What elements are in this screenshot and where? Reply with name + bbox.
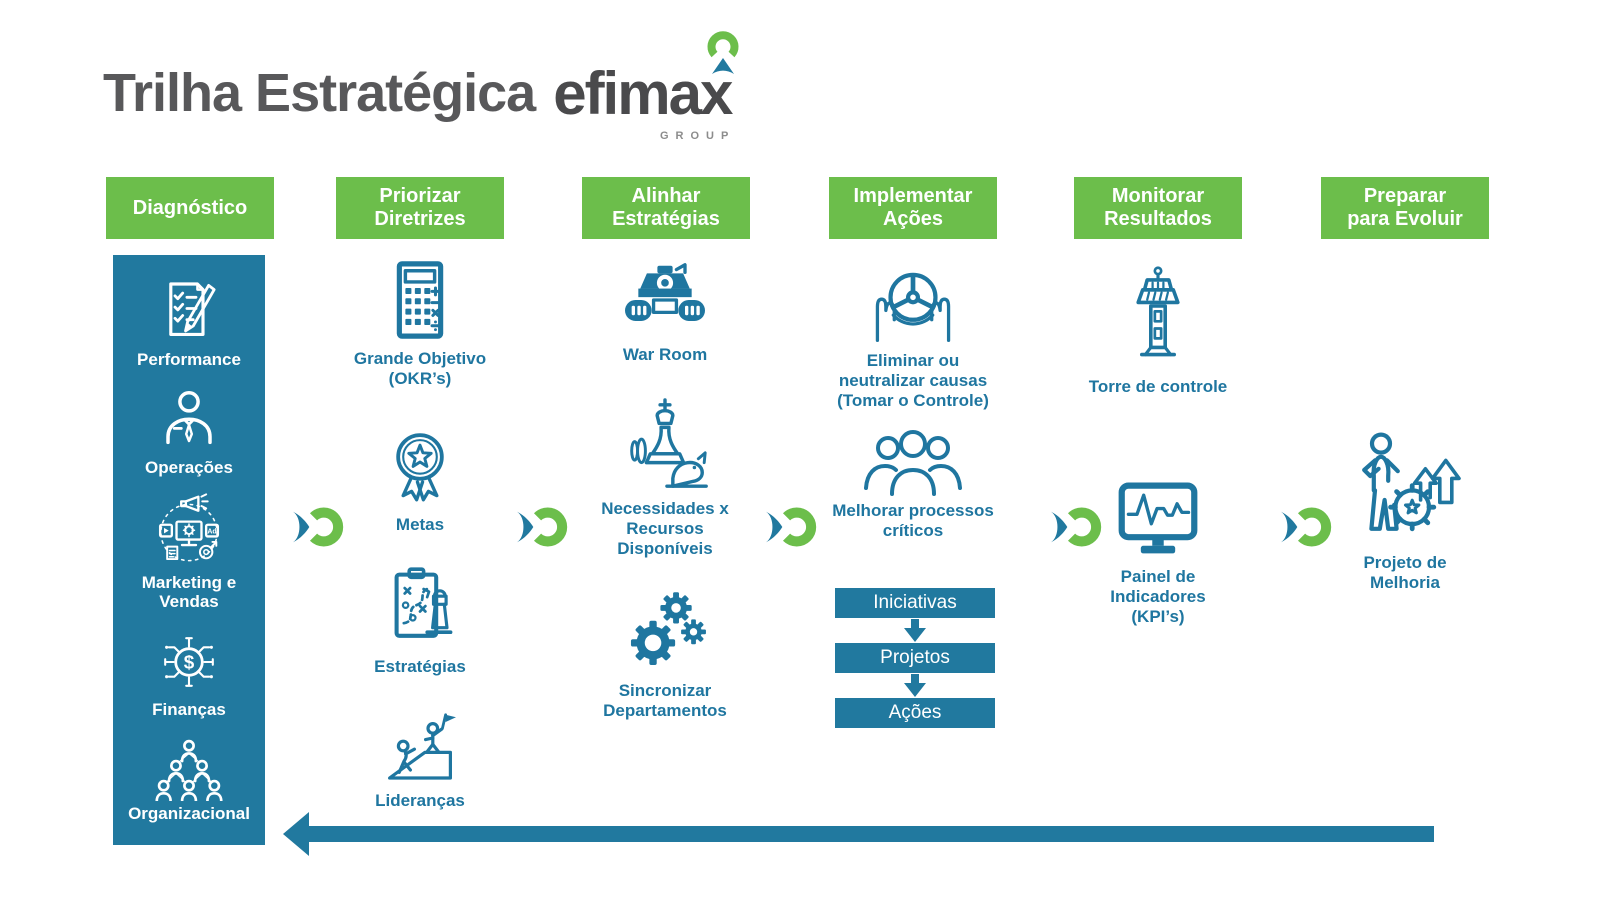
person-tie-icon	[154, 385, 224, 455]
flow-box-label: Iniciativas	[873, 592, 957, 613]
org-structure-icon	[150, 735, 228, 802]
kpi-monitor-icon	[1110, 478, 1206, 562]
brand-subtext: GROUP	[659, 130, 736, 142]
chess-pieces-icon	[615, 396, 715, 494]
brand-logo: efimax GROUP	[553, 31, 739, 142]
diagnostico-item-operacoes: Operações	[145, 385, 233, 477]
header-monitorar: Monitorar Resultados	[1074, 177, 1242, 239]
loop-arrow-icon	[288, 503, 346, 551]
loop-arrow-icon	[761, 503, 819, 551]
priorizar-item-label: Grande Objetivo (OKR’s)	[353, 349, 487, 389]
feedback-arrow	[306, 826, 1434, 842]
loop-arrow-icon	[512, 503, 570, 551]
implementar-item-melhorar: Melhorar processos críticos	[803, 422, 1023, 541]
flow-box-iniciativas: Iniciativas	[835, 588, 995, 618]
priorizar-item-grande-objetivo: Grande Objetivo (OKR’s)	[310, 256, 530, 389]
alinhar-item-label: Sincronizar Departamentos	[603, 681, 727, 721]
header-preparar: Preparar para Evoluir	[1321, 177, 1489, 239]
preparar-item-label: Projeto de Melhoria	[1363, 553, 1447, 593]
priorizar-item-label: Metas	[395, 515, 445, 534]
monitorar-item-torre: Torre de controle	[1048, 258, 1268, 397]
tank-icon	[617, 260, 713, 340]
diagnostico-item-performance: Performance	[137, 277, 241, 369]
monitorar-item-label: Torre de controle	[1088, 377, 1228, 396]
title-text: Trilha Estratégica	[103, 63, 536, 123]
diagnostico-item-label: Marketing e Vendas	[141, 573, 237, 612]
diagnostico-item-label: Performance	[137, 349, 241, 369]
flow-box-acoes: Ações	[835, 698, 995, 728]
leadership-climb-icon	[378, 706, 462, 786]
alinhar-item-label: War Room	[622, 345, 708, 364]
alinhar-item-label: Necessidades x Recursos Disponíveis	[601, 499, 729, 559]
priorizar-item-label: Estratégias	[374, 657, 466, 676]
header-diagnostico: Diagnóstico	[106, 177, 274, 239]
digital-marketing-icon: Ad	[149, 492, 229, 570]
flow-box-label: Ações	[888, 702, 942, 723]
header-priorizar: Priorizar Diretrizes	[336, 177, 504, 239]
brand-name: efimax	[553, 60, 733, 127]
priorizar-item-estrategias: Estratégias	[310, 562, 530, 677]
header-alinhar: Alinhar Estratégias	[582, 177, 750, 239]
medal-star-icon	[378, 424, 462, 510]
diagnostico-item-label: Operações	[145, 457, 233, 477]
implementar-item-label: Melhorar processos críticos	[832, 501, 994, 541]
loop-arrow-icon	[1276, 503, 1334, 551]
monitorar-item-label: Painel de Indicadores (KPI’s)	[1110, 567, 1206, 627]
alinhar-item-necessidades: Necessidades x Recursos Disponíveis	[555, 396, 775, 559]
alinhar-item-sincronizar: Sincronizar Departamentos	[555, 584, 775, 721]
steering-wheel-icon	[866, 258, 960, 346]
diagnostico-item-label: Finanças	[152, 700, 226, 720]
control-tower-icon	[1113, 258, 1203, 372]
loop-arrow-icon	[1046, 503, 1104, 551]
diagnostico-item-organizacional: Organizacional	[128, 735, 250, 823]
team-icon	[858, 422, 968, 496]
monitorar-item-painel: Painel de Indicadores (KPI’s)	[1048, 478, 1268, 627]
diagnostico-item-financas: $ Finanças	[152, 627, 226, 719]
flow-box-projetos: Projetos	[835, 643, 995, 673]
alinhar-item-war-room: War Room	[555, 260, 775, 365]
page-title: Trilha Estratégica efimax GROUP	[103, 31, 739, 142]
diagnostico-item-label: Organizacional	[128, 804, 250, 824]
down-arrow-icon	[902, 619, 928, 642]
flow-box-label: Projetos	[880, 647, 950, 668]
svg-text:$: $	[184, 653, 195, 674]
improvement-person-icon	[1345, 428, 1465, 548]
diagnostico-panel: Performance Operações	[113, 255, 265, 845]
diagnostico-item-marketing: Ad Marketing e Vendas	[142, 492, 236, 611]
priorizar-item-liderancas: Lideranças	[310, 706, 530, 811]
implementar-item-label: Eliminar ou neutralizar causas (Tomar o …	[837, 351, 989, 411]
down-arrow-icon	[902, 674, 928, 697]
svg-text:Ad: Ad	[207, 529, 216, 536]
calculator-icon	[377, 256, 463, 344]
feedback-arrow-head-icon	[283, 812, 309, 856]
priorizar-item-label: Lideranças	[375, 791, 465, 810]
brand-ring-icon	[703, 30, 743, 76]
strategy-board-icon	[374, 562, 466, 652]
finance-circuit-icon: $	[153, 627, 225, 697]
gears-icon	[618, 584, 712, 676]
header-implementar: Implementar Ações	[829, 177, 997, 239]
checklist-pencil-icon	[153, 277, 225, 347]
implementar-item-eliminar: Eliminar ou neutralizar causas (Tomar o …	[803, 258, 1023, 411]
priorizar-item-metas: Metas	[310, 424, 530, 535]
preparar-item-projeto: Projeto de Melhoria	[1295, 428, 1515, 593]
